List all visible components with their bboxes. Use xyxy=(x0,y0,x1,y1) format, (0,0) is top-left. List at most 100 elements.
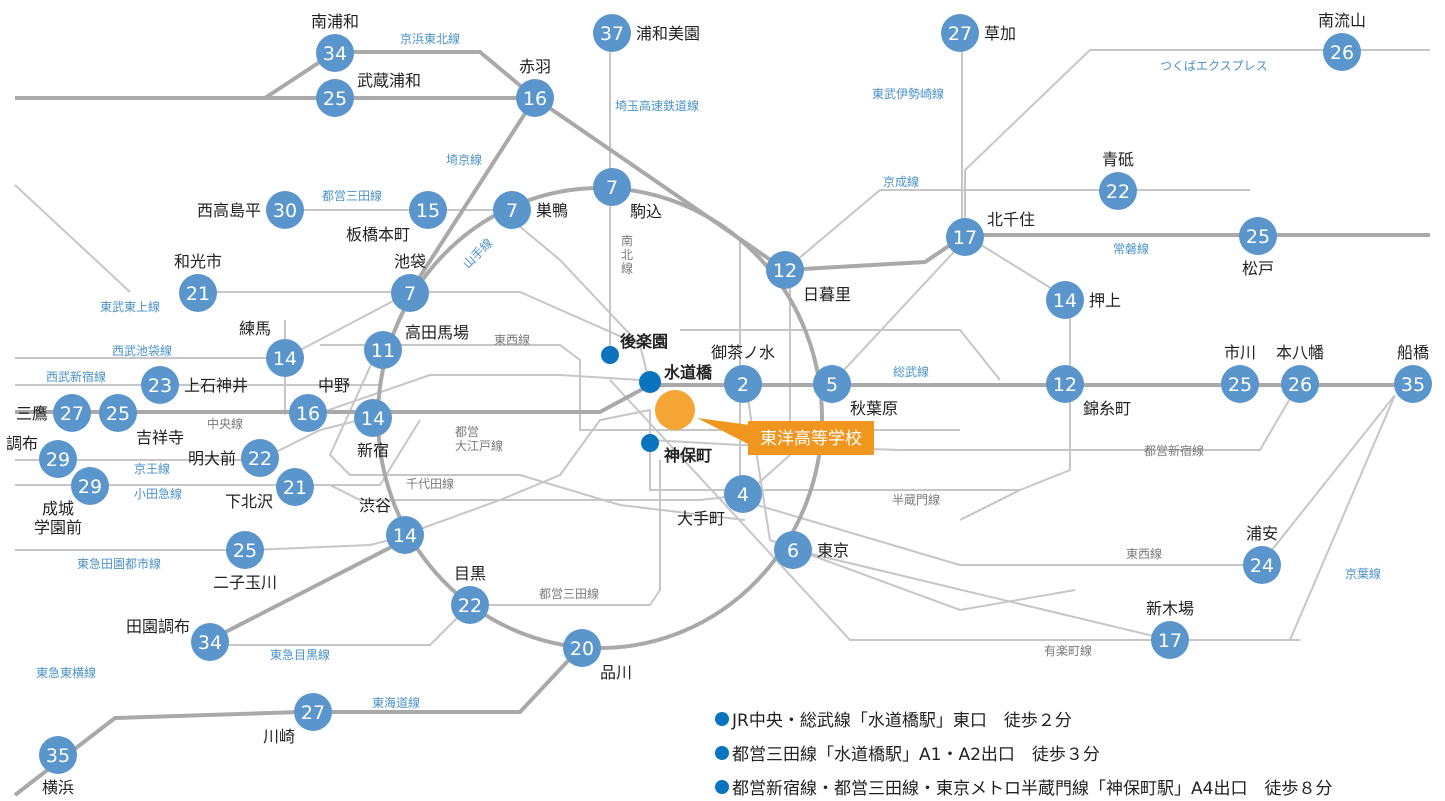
station-name: 下北沢 xyxy=(225,492,273,511)
label-tokyu-meguro: 東急目黒線 xyxy=(270,647,330,662)
near-station-marker-korakuen xyxy=(601,346,619,364)
label-tozai-east: 東西線 xyxy=(1126,546,1162,561)
label-yamanote: 山手線 xyxy=(459,235,495,271)
station-minutes: 14 xyxy=(273,348,297,370)
station-minutes: 20 xyxy=(570,638,594,660)
station-minutes: 22 xyxy=(1106,181,1130,203)
station-nakano: 16 中野 xyxy=(289,376,350,432)
station-marker xyxy=(39,440,77,478)
station-minutes: 25 xyxy=(106,403,130,425)
station-minutes: 21 xyxy=(186,283,210,305)
station-name: 北千住 xyxy=(987,210,1035,229)
near-station-name-korakuen: 後楽園 xyxy=(620,332,668,351)
station-marker xyxy=(226,531,264,569)
station-name: 渋谷 xyxy=(359,496,391,515)
station-minutes: 35 xyxy=(1401,374,1425,396)
station-name: 船橋 xyxy=(1397,343,1429,362)
access-line: 都営新宿線・都営三田線・東京メトロ半蔵門線「神保町駅」A4出口 徒歩８分 xyxy=(732,779,1332,799)
station-marker xyxy=(179,274,217,312)
station-name: 武蔵浦和 xyxy=(357,71,421,90)
station-minutes: 30 xyxy=(273,200,297,222)
station-marker xyxy=(316,34,354,72)
station-marker xyxy=(71,467,109,505)
station-name: 新木場 xyxy=(1146,599,1194,618)
label-chuo: 中央線 xyxy=(207,416,243,431)
station-name: 中野 xyxy=(318,376,350,395)
station-marker xyxy=(493,191,531,229)
label-keisei: 京成線 xyxy=(883,174,919,189)
station-minutes: 25 xyxy=(323,88,347,110)
station-name: 駒込 xyxy=(630,202,662,221)
station-minutes: 24 xyxy=(1250,555,1274,577)
station-name: 青砥 xyxy=(1102,150,1134,169)
station-minutes: 27 xyxy=(60,403,84,425)
label-seibu-shinjuku: 西武新宿線 xyxy=(46,369,106,384)
station-minutes: 17 xyxy=(1158,630,1182,652)
label-keiyo: 京葉線 xyxy=(1345,566,1381,581)
station-marker xyxy=(1239,217,1277,255)
station-marker xyxy=(1281,365,1319,403)
station-marker xyxy=(1046,281,1084,319)
station-minutes: 21 xyxy=(283,477,307,499)
label-sobu: 総武線 xyxy=(893,364,929,379)
station-musashi-urawa: 25 武蔵浦和 xyxy=(316,71,421,117)
label-tobu-tojo: 東武東上線 xyxy=(100,299,160,314)
access-line: JR中央・総武線「水道橋駅」東口 徒歩２分 xyxy=(731,711,1072,731)
line-labels: 京浜東北線 埼玉高速鉄道線 東武伊勢崎線 つくばエクスプレス 埼京線 都営三田線… xyxy=(36,31,1381,710)
station-name: 成城学園前 xyxy=(34,499,82,537)
label-tobu-isesaki: 東武伊勢崎線 xyxy=(872,86,944,101)
label-tokaido: 東海道線 xyxy=(372,695,420,710)
station-minutes: 27 xyxy=(301,702,325,724)
station-name: 日暮里 xyxy=(803,285,851,304)
station-minutes: 27 xyxy=(948,23,972,45)
station-marker xyxy=(391,274,429,312)
station-minutes: 34 xyxy=(198,632,222,654)
station-marker xyxy=(451,586,489,624)
access-bullet xyxy=(715,780,729,794)
station-minutes: 16 xyxy=(296,403,320,425)
station-marker xyxy=(946,218,984,256)
label-saikyo: 埼京線 xyxy=(446,152,482,167)
station-name: 調布 xyxy=(6,434,38,453)
station-marker xyxy=(294,693,332,731)
label-seibu-ikebukuro: 西武池袋線 xyxy=(112,343,172,358)
station-name: 板橋本町 xyxy=(346,225,410,244)
station-marker xyxy=(53,394,91,432)
station-minutes: 26 xyxy=(1330,42,1354,64)
station-name: 三鷹 xyxy=(16,404,48,423)
station-marker xyxy=(593,14,631,52)
station-minutes: 14 xyxy=(1053,290,1077,312)
near-stations: 後楽園 水道橋 神保町 xyxy=(601,332,713,465)
station-minutes: 7 xyxy=(606,177,618,199)
label-tsukuba-express: つくばエクスプレス xyxy=(1160,59,1268,73)
station-marker xyxy=(813,365,851,403)
station-name: 上石神井 xyxy=(184,376,248,395)
station-name: 田園調布 xyxy=(126,617,190,636)
station-marker xyxy=(941,14,979,52)
station-marker xyxy=(1151,621,1189,659)
school-marker-group: 東洋高等学校 xyxy=(655,390,874,455)
near-station-name-suidobashi: 水道橋 xyxy=(664,363,713,382)
station-name: 品川 xyxy=(600,663,632,682)
label-yurakucho: 有楽町線 xyxy=(1044,643,1092,658)
station-minutes: 37 xyxy=(600,23,624,45)
label-joban: 常磐線 xyxy=(1113,241,1149,256)
station-marker xyxy=(191,623,229,661)
